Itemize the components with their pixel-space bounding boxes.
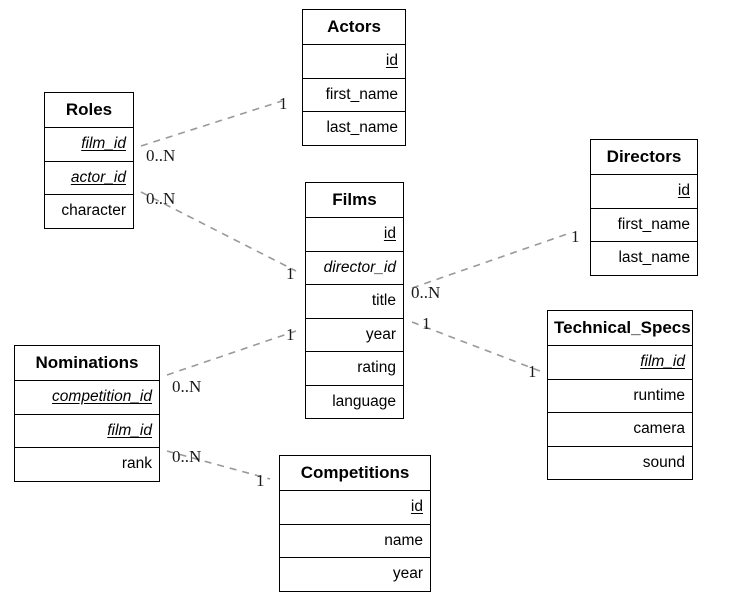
cardinality-label-nominations-films-to: 1: [286, 325, 295, 344]
attribute-list-roles: film_id actor_id character: [45, 128, 133, 228]
entity-title-nominations: Nominations: [15, 346, 159, 381]
attribute-row[interactable]: name: [280, 525, 430, 558]
attribute-name: rating: [357, 359, 396, 376]
cardinality-label-nominations-competitions-to: 1: [256, 471, 265, 490]
attribute-list-directors: id first_name last_name: [591, 175, 697, 275]
relationship-edge-roles-actors: [140, 100, 283, 147]
attribute-name: rank: [121, 455, 152, 472]
attribute-row[interactable]: camera: [548, 413, 692, 447]
cardinality-label-films-directors-to: 1: [571, 227, 580, 246]
attribute-row[interactable]: last_name: [591, 242, 697, 275]
attribute-name: film_id: [107, 421, 152, 439]
attribute-name: actor_id: [70, 168, 126, 186]
attribute-row[interactable]: year: [280, 558, 430, 591]
relationship-edge-films-directors: [411, 232, 571, 289]
attribute-list-competitions: id name year: [280, 491, 430, 591]
attribute-name: first_name: [325, 85, 398, 103]
attribute-row[interactable]: id: [303, 45, 405, 79]
attribute-row[interactable]: actor_id: [45, 162, 133, 195]
cardinality-label-nominations-films-from: 0..N: [172, 377, 202, 396]
attribute-row[interactable]: film_id: [15, 415, 159, 448]
attribute-row[interactable]: id: [280, 491, 430, 525]
cardinality-label-roles-films-to: 1: [286, 264, 295, 283]
entity-competitions[interactable]: Competitions id name year: [279, 455, 431, 592]
entity-actors[interactable]: Actors id first_name last_name: [302, 9, 406, 146]
attribute-row[interactable]: director_id: [306, 252, 403, 285]
attribute-name: id: [410, 498, 423, 515]
attribute-row[interactable]: first_name: [591, 209, 697, 242]
entity-title-technical_specs: Technical_Specs: [548, 311, 692, 346]
attribute-list-actors: id first_name last_name: [303, 45, 405, 145]
attribute-row[interactable]: competition_id: [15, 381, 159, 415]
cardinality-label-roles-films-from: 0..N: [146, 189, 176, 208]
attribute-row[interactable]: year: [306, 319, 403, 352]
attribute-name: year: [365, 325, 396, 343]
cardinality-label-roles-actors-to: 1: [279, 94, 288, 113]
attribute-name: year: [392, 565, 423, 582]
attribute-name: runtime: [633, 386, 685, 404]
attribute-row[interactable]: film_id: [45, 128, 133, 162]
relationship-edge-films-technical_specs: [411, 321, 541, 372]
attribute-name: character: [61, 202, 126, 219]
attribute-row[interactable]: last_name: [303, 112, 405, 145]
entity-roles[interactable]: Roles film_id actor_id character: [44, 92, 134, 229]
attribute-name: sound: [642, 453, 685, 471]
entity-title-films: Films: [306, 183, 403, 218]
attribute-name: last_name: [618, 249, 690, 266]
cardinality-label-roles-actors-from: 0..N: [146, 146, 176, 165]
attribute-name: id: [383, 225, 396, 242]
attribute-name: title: [371, 292, 396, 309]
attribute-row[interactable]: film_id: [548, 346, 692, 380]
cardinality-label-films-technical_specs-to: 1: [528, 362, 537, 381]
attribute-row[interactable]: runtime: [548, 380, 692, 413]
entity-title-roles: Roles: [45, 93, 133, 128]
attribute-name: competition_id: [52, 388, 152, 405]
entity-directors[interactable]: Directors id first_name last_name: [590, 139, 698, 276]
attribute-row[interactable]: id: [306, 218, 403, 252]
attribute-name: film_id: [81, 135, 126, 152]
attribute-name: id: [385, 52, 398, 69]
attribute-row[interactable]: rank: [15, 448, 159, 481]
attribute-name: film_id: [640, 353, 685, 370]
relationship-edge-nominations-films: [166, 330, 297, 376]
attribute-name: id: [677, 182, 690, 199]
attribute-row[interactable]: language: [306, 386, 403, 419]
attribute-name: name: [384, 531, 423, 549]
entity-title-actors: Actors: [303, 10, 405, 45]
cardinality-label-nominations-competitions-from: 0..N: [172, 447, 202, 466]
entity-title-directors: Directors: [591, 140, 697, 175]
attribute-row[interactable]: rating: [306, 352, 403, 386]
attribute-name: first_name: [617, 215, 690, 233]
entity-title-competitions: Competitions: [280, 456, 430, 491]
cardinality-label-films-directors-from: 0..N: [411, 283, 441, 302]
attribute-name: director_id: [323, 258, 396, 276]
attribute-name: camera: [633, 420, 685, 437]
attribute-row[interactable]: title: [306, 285, 403, 319]
cardinality-label-films-technical_specs-from: 1: [422, 314, 431, 333]
attribute-row[interactable]: character: [45, 195, 133, 228]
attribute-name: last_name: [326, 119, 398, 136]
attribute-name: language: [332, 392, 396, 410]
attribute-row[interactable]: id: [591, 175, 697, 209]
attribute-row[interactable]: first_name: [303, 79, 405, 112]
attribute-row[interactable]: sound: [548, 447, 692, 480]
